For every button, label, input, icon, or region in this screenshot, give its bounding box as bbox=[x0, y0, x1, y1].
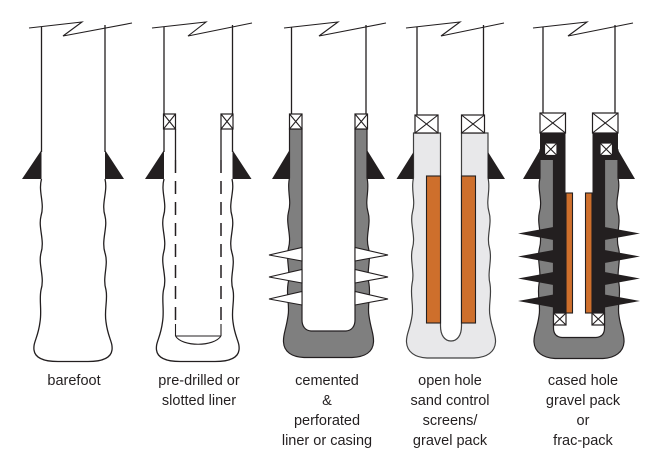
sump-packer-icon bbox=[552, 312, 606, 326]
sand-screen-icon bbox=[425, 175, 477, 324]
caption-slotted-liner: pre-drilled or slotted liner bbox=[158, 373, 240, 409]
gravel-pack-body bbox=[405, 132, 497, 359]
casing-lines bbox=[40, 25, 106, 152]
casing-shoe-icon bbox=[145, 150, 252, 179]
liner-hanger-icon bbox=[288, 113, 369, 130]
break-line-icon bbox=[151, 21, 253, 37]
diagram-barefoot bbox=[22, 21, 133, 363]
liner-top-lines bbox=[163, 129, 234, 160]
casing-lines bbox=[163, 25, 234, 114]
break-line-icon bbox=[405, 21, 505, 37]
caption-barefoot: barefoot bbox=[47, 373, 101, 389]
casing-shoe-icon bbox=[396, 152, 505, 179]
packer-icon bbox=[414, 114, 486, 134]
diagram-open-hole-gravel-pack bbox=[396, 21, 505, 359]
break-line-icon bbox=[28, 21, 133, 37]
diagram-slotted-liner bbox=[145, 21, 253, 363]
break-line-icon bbox=[283, 21, 387, 37]
cemented-casing bbox=[540, 133, 618, 313]
gravel-pack-packer-icon bbox=[543, 142, 614, 157]
diagram-cased-hole-gravel-pack bbox=[518, 21, 640, 360]
open-hole-outline bbox=[155, 178, 240, 363]
slotted-liner-dashed-lines bbox=[174, 160, 222, 324]
casing-shoe-icon bbox=[22, 150, 124, 179]
tubing-hanger-icon bbox=[539, 112, 619, 134]
cemented-liner bbox=[282, 128, 375, 359]
open-hole-outline bbox=[33, 178, 113, 363]
caption-cased-hole-gravel-pack: cased hole gravel pack or frac-pack bbox=[545, 373, 621, 449]
diagram-cemented-perforated bbox=[268, 21, 389, 359]
liner-shoe bbox=[174, 324, 222, 345]
casing-shoe-icon bbox=[523, 150, 635, 179]
casing-lines bbox=[290, 25, 367, 114]
caption-open-hole-sand-control: open hole sand control screens/ gravel p… bbox=[410, 373, 490, 449]
perforation-icon bbox=[268, 246, 389, 306]
frac-perforation-icon bbox=[518, 227, 640, 308]
liner-hanger-icon bbox=[162, 113, 234, 130]
caption-cemented-perforated: cemented & perforated liner or casing bbox=[281, 373, 373, 449]
casing-shoe-icon bbox=[272, 150, 385, 179]
casing-lines bbox=[416, 25, 485, 115]
sand-screen-icon bbox=[565, 192, 593, 314]
break-line-icon bbox=[532, 21, 634, 37]
casing-lines bbox=[542, 25, 616, 113]
